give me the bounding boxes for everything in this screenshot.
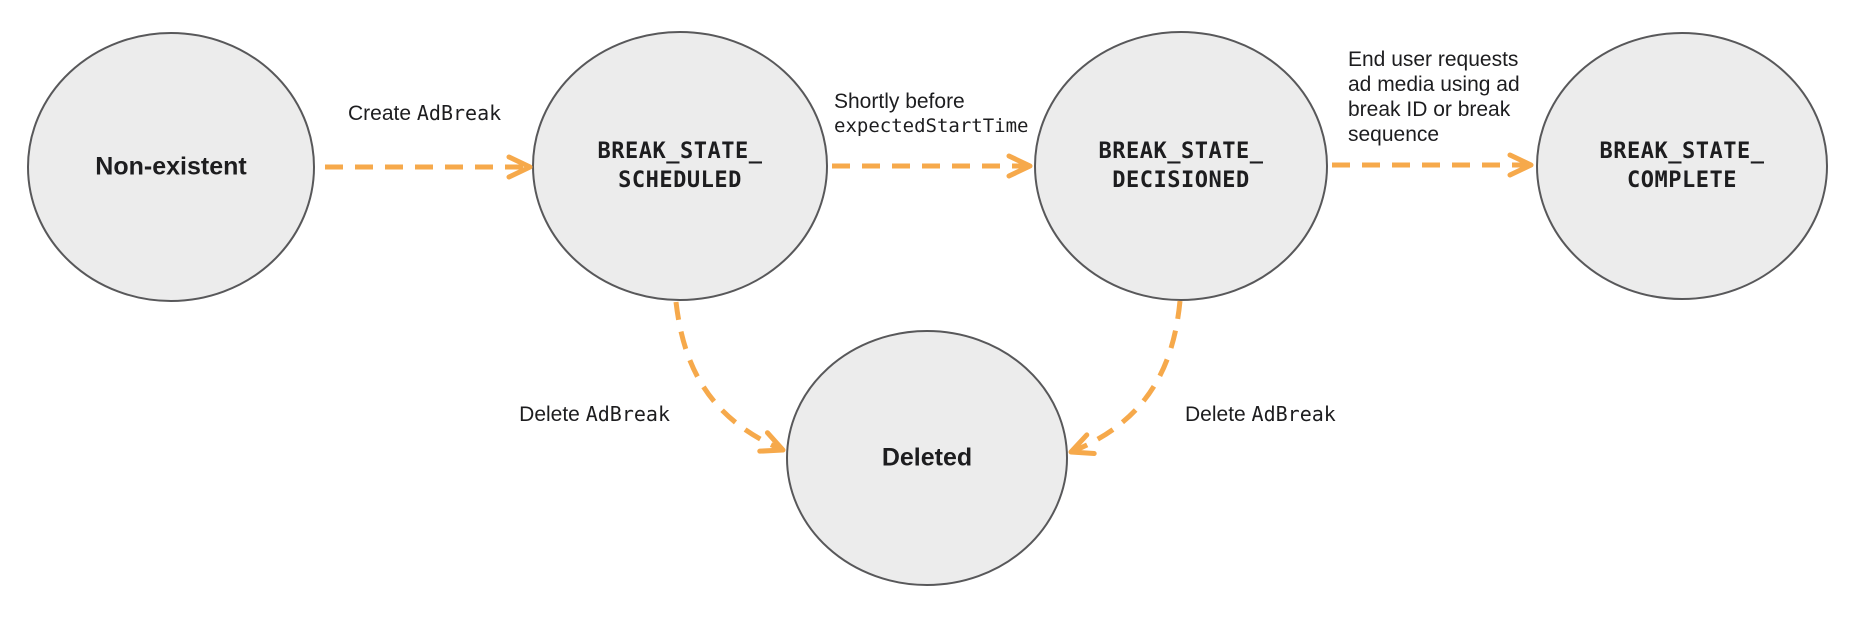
transition-label-code-line: expectedStartTime [834,115,1029,137]
transition-arrow-delete-adbreak-from-decisioned [1068,300,1183,456]
state-label-break-state-complete: BREAK_STATE_ COMPLETE [1600,137,1765,195]
state-label-line2: DECISIONED [1112,168,1250,193]
transition-label-delete-adbreak-left: Delete AdBreak [490,402,670,427]
state-circle-deleted [786,330,1068,586]
transition-label-shortly-before: Shortly before expectedStartTime [834,89,1028,139]
transition-label-code-part: AdBreak [1251,402,1336,426]
transition-arrow-delete-adbreak-from-scheduled [673,301,786,454]
transition-label-sans-part: Delete [1185,403,1252,426]
state-label-line1: BREAK_STATE_ [1599,139,1765,164]
transition-label-delete-adbreak-right: Delete AdBreak [1185,402,1336,427]
transition-label-sans-part: Create [348,102,417,125]
state-label-line2: COMPLETE [1627,168,1737,193]
state-label-break-state-decisioned: BREAK_STATE_ DECISIONED [1099,137,1264,195]
state-label-line1: BREAK_STATE_ [597,139,763,164]
state-label-line2: SCHEDULED [618,168,742,193]
state-label-deleted: Deleted [881,443,973,472]
state-label-line1: BREAK_STATE_ [1098,139,1264,164]
transition-label-end-user-requests: End user requests ad media using ad brea… [1348,48,1520,146]
state-label-non-existent: Non-existent [95,152,247,181]
state-circle-break-state-scheduled [532,31,828,301]
state-circle-break-state-complete [1536,32,1828,300]
transition-label-create-adbreak: Create AdBreak [348,101,501,126]
transition-label-code-part: AdBreak [585,402,670,426]
state-circle-break-state-decisioned [1034,31,1328,301]
state-label-break-state-scheduled: BREAK_STATE_ SCHEDULED [598,137,763,195]
transition-label-sans-line: Shortly before [834,90,965,113]
transition-label-code-part: AdBreak [416,101,502,125]
state-circle-non-existent [27,32,315,302]
transition-label-sans-part: Delete [519,403,586,426]
